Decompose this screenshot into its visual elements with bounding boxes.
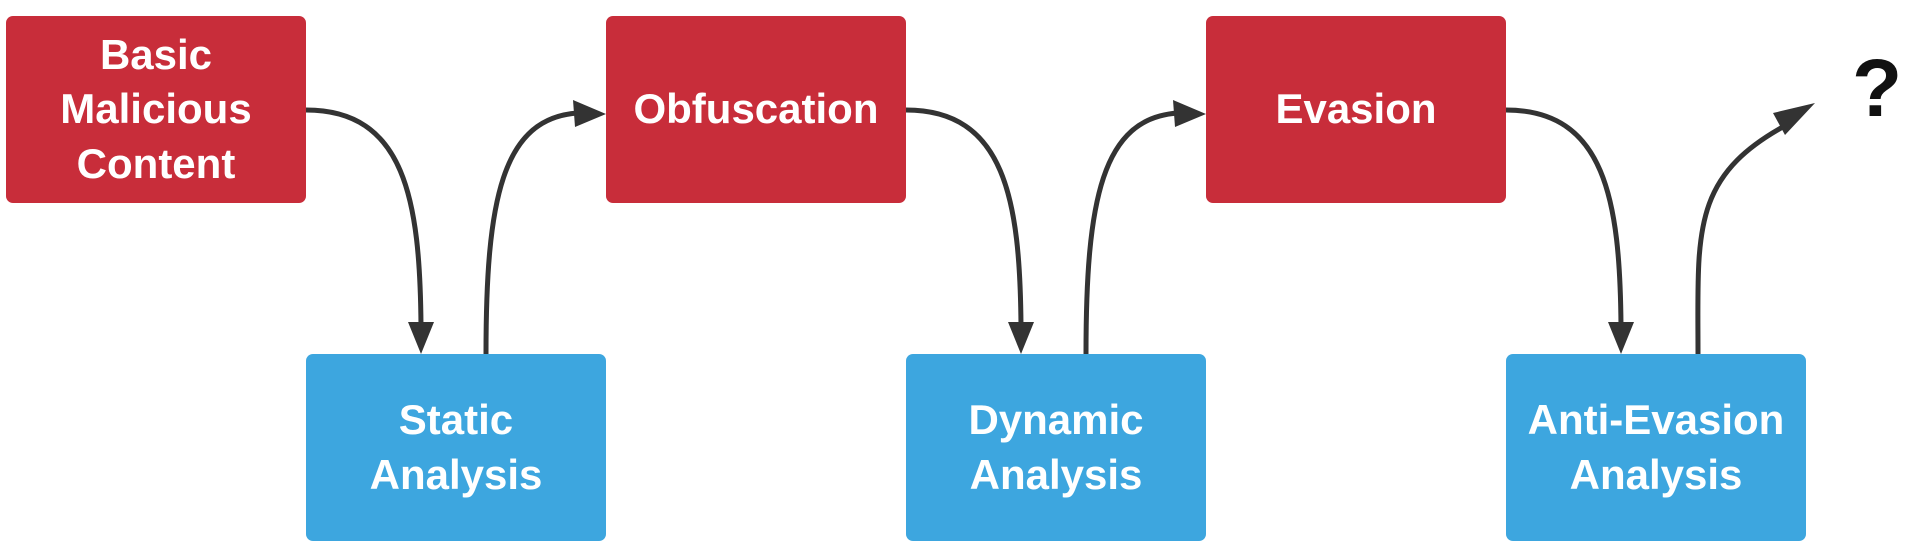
attack-step-basic-malicious-content: Basic Malicious Content [6, 16, 306, 203]
connector-dynamic-to-evasion [1083, 110, 1179, 355]
connector-evasion-to-antievasion [1505, 107, 1624, 327]
defense-step-dynamic-analysis: Dynamic Analysis [906, 354, 1206, 541]
defense-step-static-analysis: Static Analysis [306, 354, 606, 541]
attack-step-obfuscation: Obfuscation [606, 16, 906, 203]
arrowhead-static [408, 322, 434, 354]
attack-step-evasion: Evasion [1206, 16, 1506, 203]
arrowhead-dynamic [1008, 322, 1034, 354]
unknown-next-step: ? [1852, 43, 1903, 134]
connector-antievasion-to-next [1695, 119, 1794, 355]
arrowhead-next [1773, 103, 1815, 135]
attack-step-label: Evasion [1275, 85, 1437, 133]
defense-step-label: Static Analysis [369, 395, 543, 498]
attack-step-label: Obfuscation [633, 85, 879, 133]
arrowhead-evasion [1173, 100, 1206, 127]
connector-basic-to-static [305, 107, 424, 327]
defense-step-label: Anti-Evasion Analysis [1527, 395, 1785, 498]
arrowhead-antievasion [1608, 322, 1634, 354]
attack-step-label: Basic Malicious Content [60, 30, 252, 187]
arrowhead-obfuscation [573, 100, 606, 127]
defense-step-anti-evasion-analysis: Anti-Evasion Analysis [1506, 354, 1806, 541]
connector-obfuscation-to-dynamic [905, 107, 1024, 327]
connector-static-to-obfuscation [483, 110, 579, 355]
defense-step-label: Dynamic Analysis [968, 395, 1144, 498]
